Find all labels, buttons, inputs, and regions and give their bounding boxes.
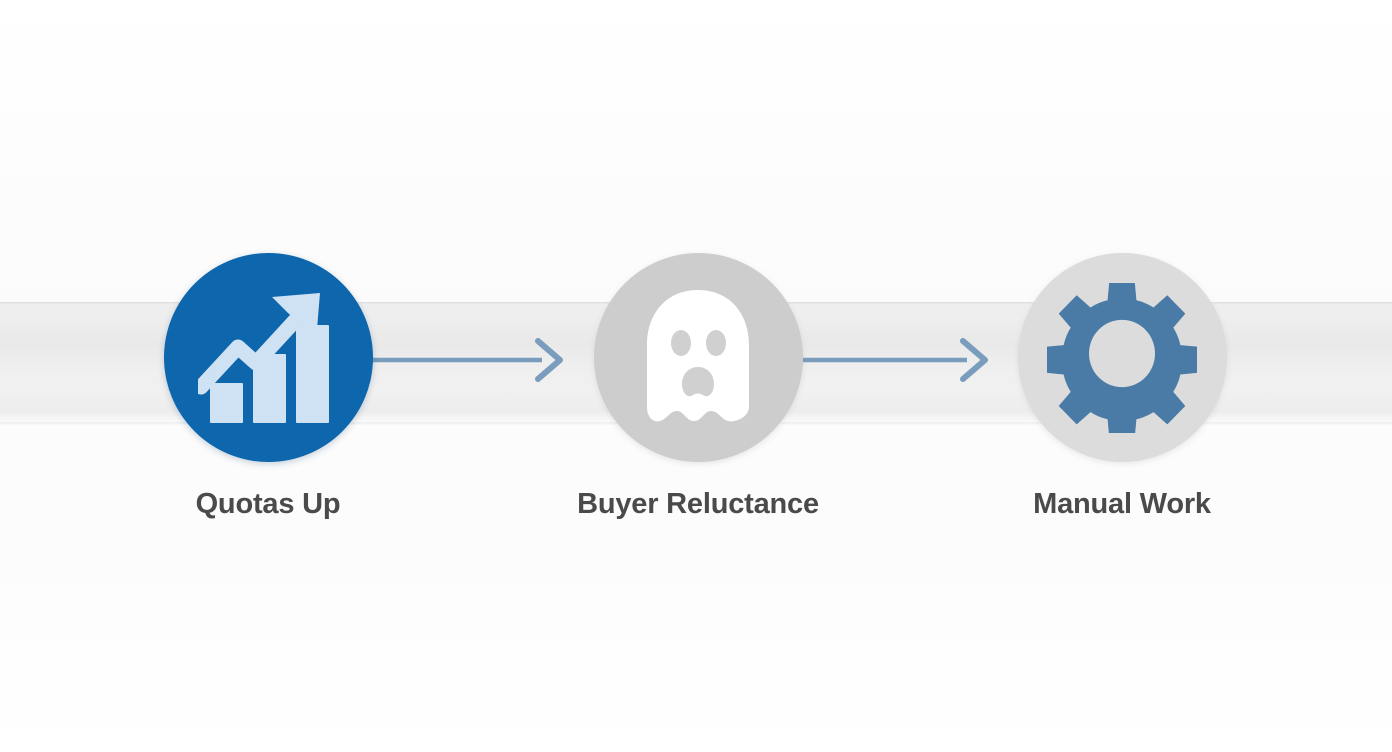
trend-arrow-head [272, 292, 320, 341]
ghost-icon [647, 289, 749, 421]
step-quotas-up-label: Quotas Up [195, 488, 341, 520]
chart-bar-1 [210, 382, 243, 423]
step-quotas-up-circle[interactable] [163, 253, 373, 462]
gear-icon [1047, 282, 1197, 433]
step-quotas-up[interactable]: Quotas Up [163, 253, 373, 553]
step-manual-work-circle[interactable] [1017, 253, 1227, 462]
trend-line [198, 305, 310, 394]
step-buyer-reluctance-label: Buyer Reluctance [577, 488, 819, 520]
step-manual-work[interactable]: Manual Work [1017, 253, 1227, 553]
chart-bar-3 [296, 324, 329, 423]
ghost-right-eye [706, 329, 726, 356]
step-manual-work-label: Manual Work [1033, 488, 1211, 520]
ghost-left-eye [671, 329, 691, 356]
ghost-body [647, 289, 749, 421]
growth-chart-icon [198, 292, 329, 423]
step-buyer-reluctance[interactable]: Buyer Reluctance [577, 253, 819, 553]
gear-teeth [1047, 282, 1197, 433]
ghost-mouth [682, 366, 714, 396]
chart-bar-2 [253, 353, 286, 423]
step-buyer-reluctance-circle[interactable] [593, 253, 803, 462]
